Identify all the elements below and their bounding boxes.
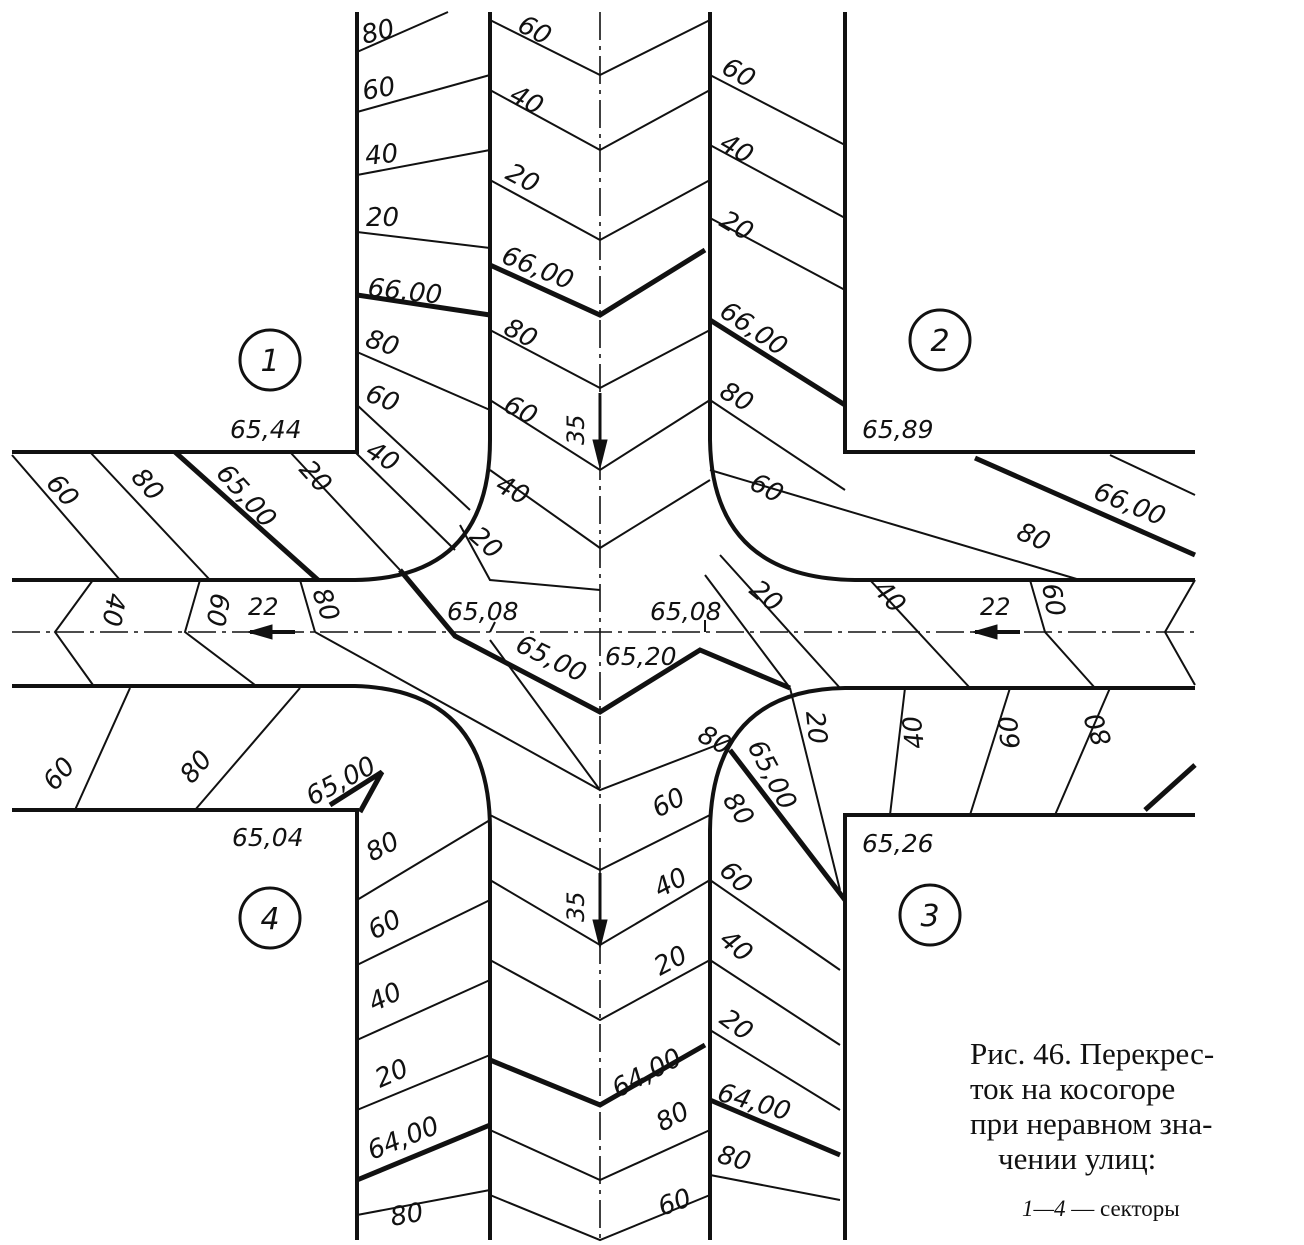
contour-label: 20 [714,1003,758,1047]
contour-label: 60 [360,72,398,107]
contour-label: 60 [40,469,84,514]
contour-label: 60 [994,714,1027,750]
contour-label: 80 [1012,517,1054,558]
contour-label: 80 [716,787,759,831]
contour-label: 60 [499,390,542,432]
sector-circle [908,308,972,372]
sector-number: 1 [260,344,279,379]
corner-elevation-label: 65,04 [232,823,304,852]
contour-label: 80 [715,376,759,419]
main-contour-labels: 66,00 66,00 66,00 66,00 65,00 65,00 65,0… [210,241,1170,1167]
caption-line: ток на косогоре [970,1071,1294,1106]
contour-label: 80 [651,1096,694,1138]
contour-label: 60 [37,752,81,797]
contour-label: 60 [1035,581,1070,619]
main-contour-label: 66,00 [366,273,443,311]
main-contour-label: 65,00 [210,459,282,534]
main-contour-lines [173,247,1197,1183]
contour-label: 40 [95,591,130,629]
contour-label: 60 [745,468,788,510]
contour-label: 60 [647,782,690,824]
slope-label: 35 [562,414,590,445]
corner-elevations: 65,44 65,89 65,26 65,04 [230,415,934,858]
sector-number: 2 [930,324,949,359]
slope-values: 35 35 22 22 [248,414,1011,922]
contour-label: 20 [744,574,789,618]
contour-label: 20 [501,158,544,200]
contour-label: 80 [714,1140,754,1178]
contour-label: 80 [693,720,736,762]
contour-label: 40 [505,80,548,122]
slope-arrows [246,393,1020,949]
contour-label: 40 [714,924,759,968]
legend-text: — секторы [1065,1196,1180,1221]
contour-label: 40 [898,714,931,750]
slope-label: 22 [980,593,1011,621]
contour-label: 60 [513,10,556,52]
sector-circle [238,328,302,392]
contour-label: 20 [371,1054,413,1095]
contour-label: 40 [364,139,400,172]
main-contour-label: 65,00 [511,629,591,689]
contour-labels: 80 60 40 20 80 60 40 60 40 20 80 60 40 2… [37,10,1118,1233]
caption-line-text: ток на косогоре [970,1071,1176,1106]
contour-label: 60 [717,52,761,95]
center-elevation-label: 65,20 [605,642,677,671]
caption-line: чении улиц: [998,1141,1157,1176]
contour-label: 60 [713,855,758,900]
contour-label: 80 [499,313,542,355]
sector-markers: 1 2 3 4 [238,308,972,950]
contour-label: 60 [199,591,234,629]
legend-range: 1—4 [1022,1196,1066,1221]
contour-label: 80 [361,826,404,868]
contour-label: 20 [799,710,832,746]
contour-label: 40 [649,862,692,904]
contour-label: 80 [125,463,169,508]
contour-label: 80 [388,1198,426,1233]
caption-line: при неравном зна- [970,1106,1213,1141]
sector-circle [238,886,302,950]
contour-lines [11,11,1196,1242]
figure-caption: Рис. 46. Перекрес- ток на косогоре при н… [970,1036,1294,1176]
contour-label: 60 [363,904,406,946]
figure-legend: 1—4 — секторы [1022,1196,1180,1222]
corner-elevation-label: 65,44 [230,415,302,444]
sector-circle [898,883,962,947]
main-contour-label: 65,00 [301,751,381,812]
sector-number: 3 [920,899,939,934]
contour-label: 40 [364,977,407,1018]
corner-elevation-label: 65,26 [862,829,934,858]
contour-label: 80 [174,745,218,790]
slope-label: 22 [248,593,279,621]
corner-elevation-label: 65,89 [862,415,934,444]
contour-label: 40 [715,128,759,171]
contour-label: 60 [361,379,403,419]
center-elevation-label: 65,08 [447,597,519,626]
main-contour-label: 64,00 [607,1043,687,1104]
contour-label: 20 [649,940,692,982]
center-elevations: 65,08 65,08 65,20 [447,597,722,671]
sector-number: 4 [260,902,279,937]
contour-label: 80 [358,14,397,51]
contour-label: 20 [366,203,399,233]
center-elevation-label: 65,08 [650,597,722,626]
caption-line: Рис. 46. Перекрес- [970,1036,1215,1071]
contour-label: 60 [654,1183,695,1223]
slope-label: 35 [562,891,590,922]
kerb-lines [12,12,1195,1240]
